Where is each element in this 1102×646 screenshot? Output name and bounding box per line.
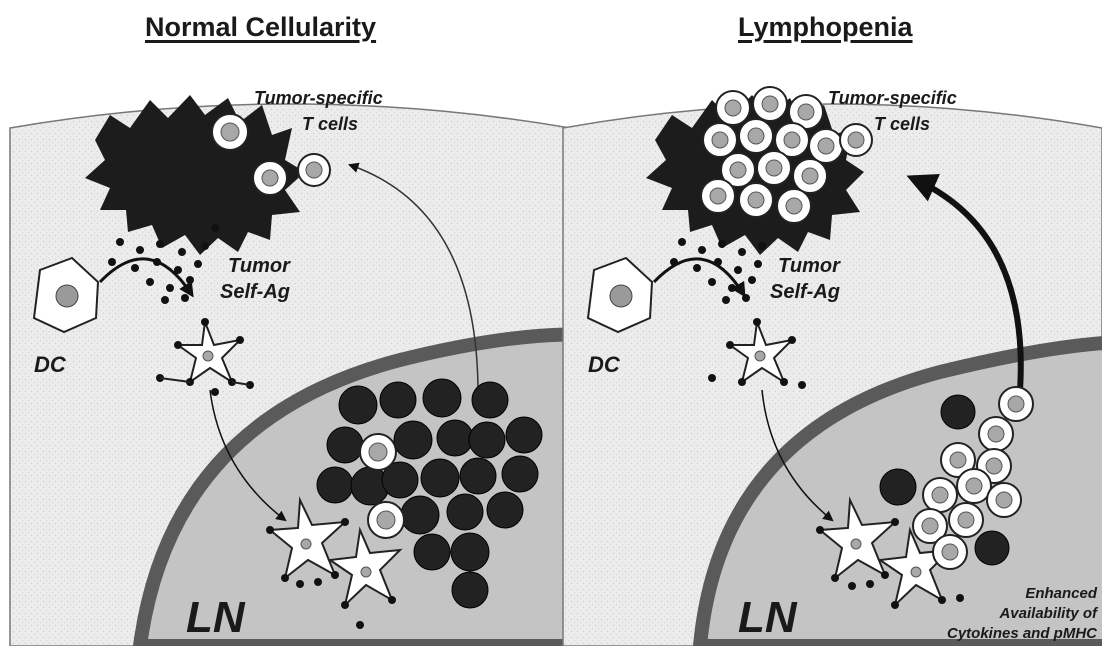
right-enhanced-label-1: Enhanced <box>1025 585 1098 602</box>
left-dc-label: DC <box>34 352 67 377</box>
left-panel: Tumor-specific T cells Tumor Self-Ag DC … <box>10 88 600 646</box>
left-antigen-label-1: Tumor <box>228 255 291 277</box>
right-antigen-label-2: Self-Ag <box>770 281 840 303</box>
right-enhanced-label-3: Cytokines and pMHC <box>947 625 1098 642</box>
left-tumor-tcell-label-2: T cells <box>302 114 358 134</box>
right-dc-label: DC <box>588 352 621 377</box>
left-ln-label: LN <box>186 593 246 642</box>
right-tumor-tcell-label-2: T cells <box>874 114 930 134</box>
right-panel: Tumor-specific T cells Tumor Self-Ag DC … <box>563 87 1102 646</box>
right-tumor-tcell-label-1: Tumor-specific <box>828 88 957 108</box>
left-tumor-tcell-label-1: Tumor-specific <box>254 88 383 108</box>
right-ln-label: LN <box>738 593 798 642</box>
left-antigen-label-2: Self-Ag <box>220 281 290 303</box>
left-tcell-free <box>298 154 330 186</box>
right-antigen-label-1: Tumor <box>778 255 841 277</box>
right-enhanced-label-2: Availability of <box>998 605 1099 622</box>
